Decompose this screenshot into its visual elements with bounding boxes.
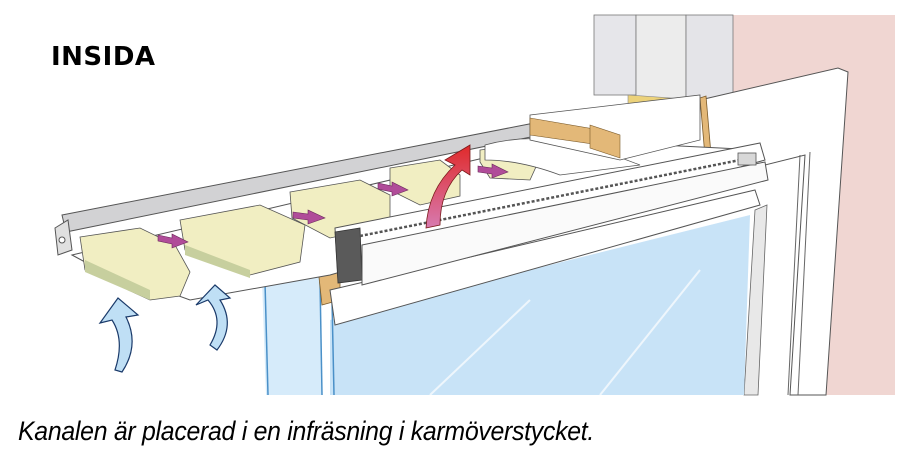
diagram-title: INSIDA <box>51 42 156 72</box>
cold-air-arrows <box>98 284 232 373</box>
insulation-blocks <box>79 138 641 301</box>
window-glass <box>330 215 750 395</box>
ventilation-channel <box>334 142 769 286</box>
warm-air-arrow <box>425 144 471 229</box>
diagram-caption: Kanalen är placerad i en infräsning i ka… <box>18 416 595 446</box>
wood-planks <box>529 94 701 161</box>
air-flow-arrows <box>157 163 509 249</box>
exterior-wall <box>733 15 895 395</box>
